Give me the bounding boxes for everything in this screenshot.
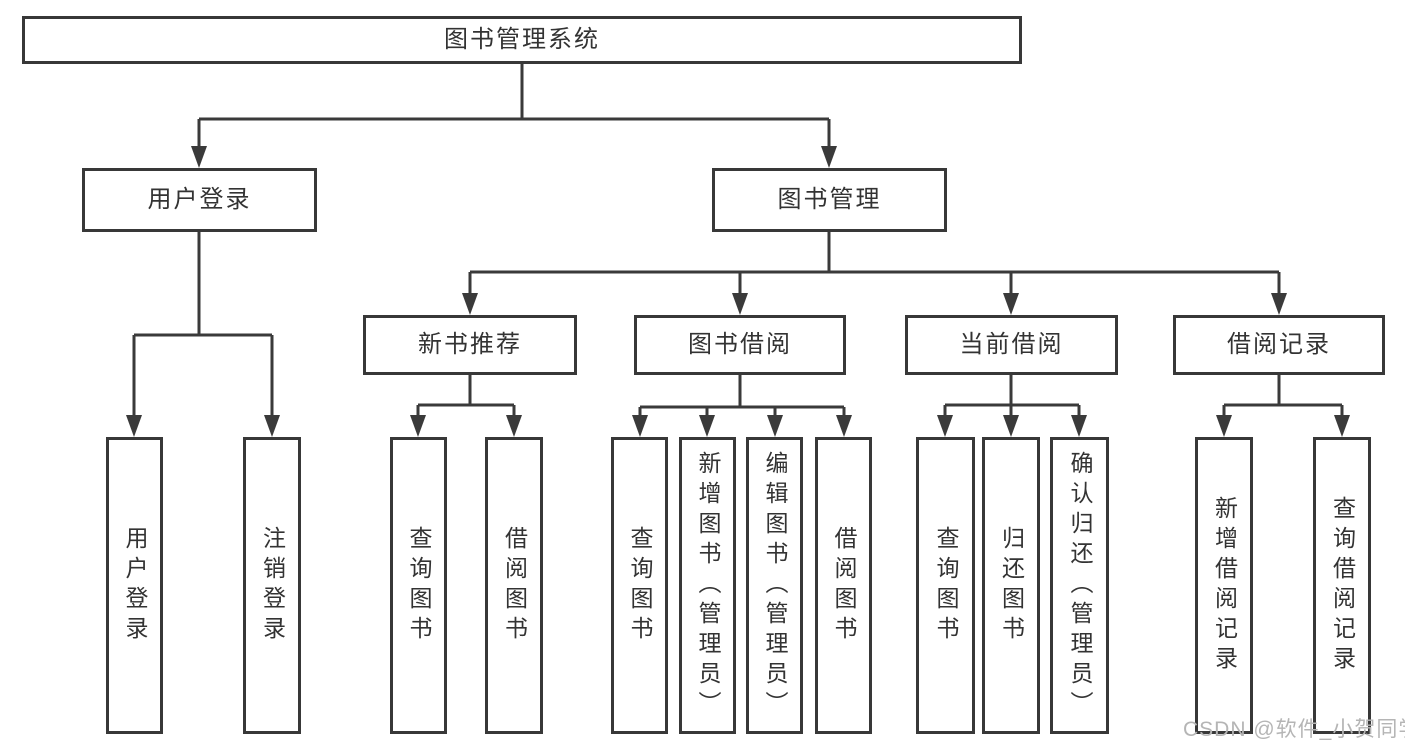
arrow-down-icon [767,415,783,437]
leaf-query-books-current: 查询图书 [916,437,975,734]
node-label: 图书管理系统 [444,26,600,53]
arrow-down-icon [1334,415,1350,437]
node-label: 用户登录 [122,525,148,646]
connector-book-borrowing-to-leaves [632,375,852,437]
connector-book-management-to-level3 [462,232,1287,315]
node-user-login: 用户登录 [82,168,317,232]
node-label: 当前借阅 [959,331,1064,358]
node-label: 图书管理 [777,186,882,213]
node-label: 查询图书 [406,525,432,646]
arrow-down-icon [821,146,837,168]
leaf-logout: 注销登录 [243,437,301,734]
node-label: 查询图书 [933,525,959,646]
arrow-down-icon [699,415,715,437]
connector-root-to-level2 [191,64,837,168]
arrow-down-icon [506,415,522,437]
node-label: 用户登录 [147,186,252,213]
arrow-down-icon [1216,415,1232,437]
node-new-book-recommend: 新书推荐 [363,315,577,375]
node-label: 图书借阅 [688,331,792,358]
arrow-down-icon [836,415,852,437]
arrow-down-icon [410,415,426,437]
node-book-borrowing: 图书借阅 [634,315,846,375]
node-label: 新增图书（管理员） [695,450,721,721]
node-label: 查询图书 [627,525,653,646]
arrow-down-icon [462,293,478,315]
node-root-library-system: 图书管理系统 [22,16,1022,64]
leaf-confirm-return-admin: 确认归还（管理员） [1050,437,1109,734]
node-label: 编辑图书（管理员） [762,450,788,721]
leaf-borrow-books-borrowing: 借阅图书 [815,437,872,734]
leaf-add-book-admin: 新增图书（管理员） [679,437,736,734]
node-label: 借阅图书 [831,525,857,646]
node-book-management: 图书管理 [712,168,947,232]
arrow-down-icon [1003,293,1019,315]
node-label: 查询借阅记录 [1329,495,1356,676]
csdn-watermark: CSDN @软件_小贺同学 [1183,718,1405,741]
leaf-return-books: 归还图书 [982,437,1040,734]
node-borrow-records: 借阅记录 [1173,315,1385,375]
arrow-down-icon [1271,293,1287,315]
node-label: 注销登录 [259,525,286,646]
node-label: 新书推荐 [418,331,522,358]
arrow-down-icon [732,293,748,315]
leaf-query-books-recommend: 查询图书 [390,437,447,734]
connector-user-login-to-leaves [126,232,280,437]
connector-current-borrowing-to-leaves [937,375,1087,437]
arrow-down-icon [126,415,142,437]
leaf-query-books-borrowing: 查询图书 [611,437,668,734]
arrow-down-icon [191,146,207,168]
connector-new-book-recommend-to-leaves [410,375,522,437]
node-label: 归还图书 [998,525,1025,646]
node-label: 借阅记录 [1227,331,1331,358]
connector-borrow-records-to-leaves [1216,375,1350,437]
node-label: 借阅图书 [501,525,528,646]
leaf-query-borrow-record: 查询借阅记录 [1313,437,1371,734]
arrow-down-icon [937,415,953,437]
node-label: 新增借阅记录 [1211,495,1238,676]
leaf-borrow-books-recommend: 借阅图书 [485,437,543,734]
arrow-down-icon [1003,415,1019,437]
node-current-borrowing: 当前借阅 [905,315,1118,375]
leaf-add-borrow-record: 新增借阅记录 [1195,437,1253,734]
arrow-down-icon [1071,415,1087,437]
arrow-down-icon [264,415,280,437]
arrow-down-icon [632,415,648,437]
leaf-edit-book-admin: 编辑图书（管理员） [746,437,803,734]
node-label: 确认归还（管理员） [1067,450,1093,721]
leaf-user-login: 用户登录 [106,437,163,734]
